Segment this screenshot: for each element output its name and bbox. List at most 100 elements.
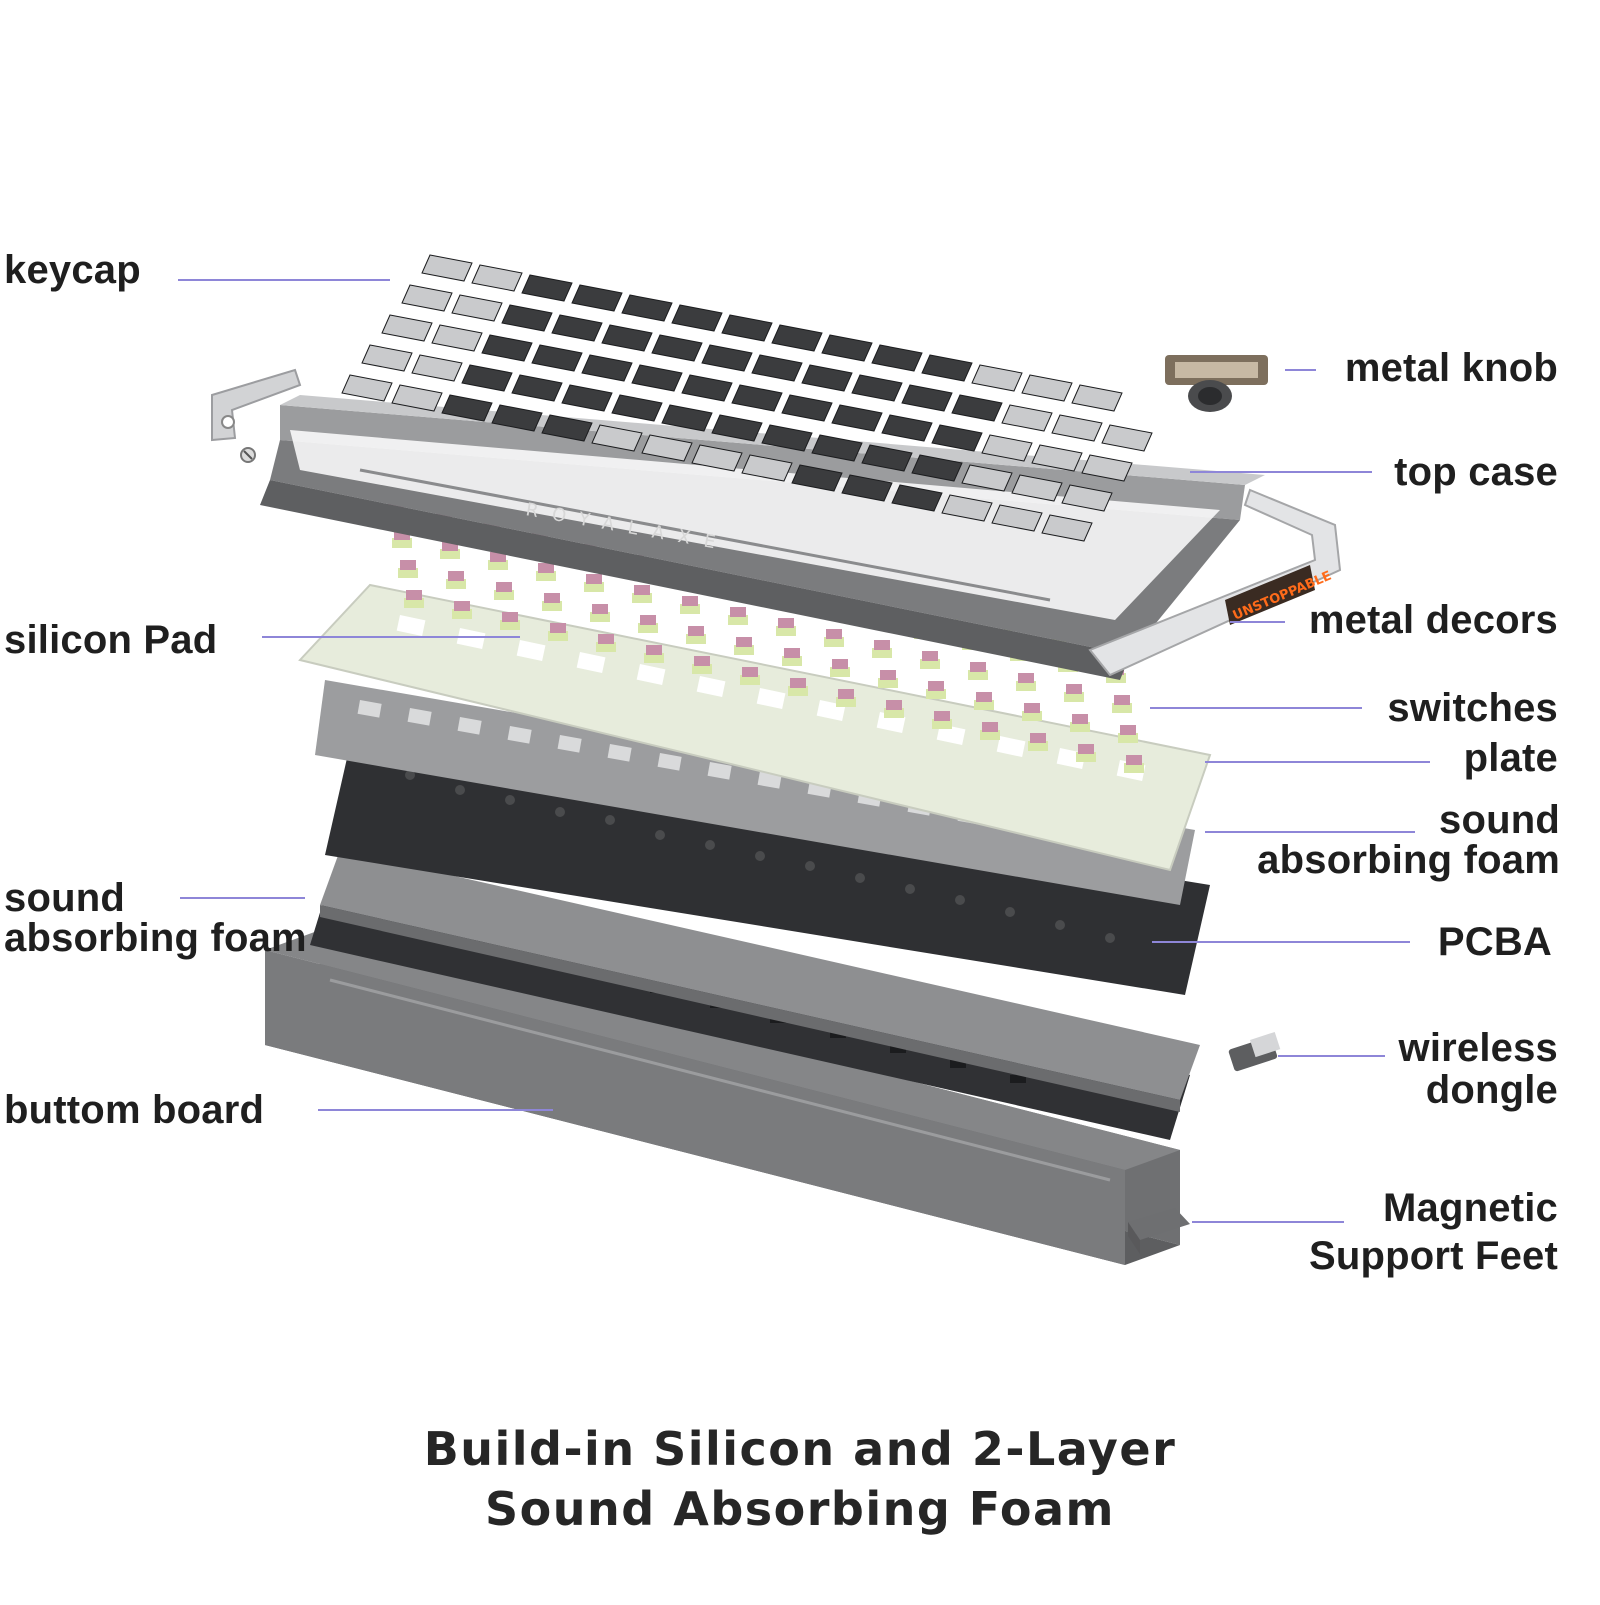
keycap <box>961 464 1013 492</box>
keycap <box>561 384 613 412</box>
switch <box>500 612 520 630</box>
keycap <box>451 294 503 322</box>
switch <box>1064 684 1084 702</box>
switch <box>638 615 658 633</box>
keycap <box>1081 454 1133 482</box>
keycap <box>751 354 803 382</box>
keycap <box>831 404 883 432</box>
keycap <box>541 414 593 442</box>
switch <box>968 662 988 680</box>
keycap <box>1071 384 1123 412</box>
keycap <box>1011 474 1063 502</box>
label-sound-foam-left-1: sound <box>4 876 125 920</box>
keycap <box>1051 414 1103 442</box>
keycap <box>1101 424 1153 452</box>
switch <box>782 648 802 666</box>
keycap <box>881 414 933 442</box>
keycap <box>521 274 573 302</box>
keycap <box>481 334 533 362</box>
keycap <box>401 284 453 312</box>
keycap <box>911 454 963 482</box>
switch <box>536 563 556 581</box>
switch <box>836 689 856 707</box>
switch <box>440 541 460 559</box>
keycap <box>741 454 793 482</box>
switch <box>392 530 412 548</box>
switch <box>644 645 664 663</box>
switch <box>1124 755 1144 773</box>
label-sound-foam-left-2: absorbing foam <box>4 916 307 960</box>
switch <box>596 634 616 652</box>
keycap <box>951 394 1003 422</box>
keycap <box>861 444 913 472</box>
switch <box>494 582 514 600</box>
label-switches: switches <box>1387 686 1558 730</box>
switch <box>542 593 562 611</box>
keycap <box>501 304 553 332</box>
keycap <box>581 354 633 382</box>
label-buttom-board: buttom board <box>4 1088 265 1132</box>
label-metal-decors: metal decors <box>1308 598 1558 642</box>
keycap <box>971 364 1023 392</box>
switch <box>398 560 418 578</box>
keycap <box>931 424 983 452</box>
switch <box>728 607 748 625</box>
bottom-board-part <box>265 930 1180 1265</box>
keycap <box>991 504 1043 532</box>
switch <box>1070 714 1090 732</box>
label-wireless-dongle-2: dongle <box>1425 1068 1558 1112</box>
switch <box>446 571 466 589</box>
keycap <box>821 334 873 362</box>
switch <box>932 711 952 729</box>
label-metal-knob: metal knob <box>1344 346 1558 390</box>
label-keycap: keycap <box>4 248 141 292</box>
label-sound-foam-right-1: sound <box>1439 798 1560 842</box>
switch <box>590 604 610 622</box>
label-wireless-dongle-1: wireless <box>1398 1026 1558 1070</box>
keycap <box>1061 484 1113 512</box>
keycap <box>571 284 623 312</box>
keycap <box>361 344 413 372</box>
keycap <box>851 374 903 402</box>
upper-foam-part <box>325 745 1210 995</box>
keycap <box>811 434 863 462</box>
keycap <box>891 484 943 512</box>
keycap <box>431 324 483 352</box>
keycap <box>551 314 603 342</box>
keycap <box>701 344 753 372</box>
switch <box>1112 695 1132 713</box>
keycaps-part <box>341 254 1153 542</box>
keycap <box>631 364 683 392</box>
switch <box>1076 744 1096 762</box>
keycap <box>441 394 493 422</box>
switch <box>1118 725 1138 743</box>
caption-line-2: Sound Absorbing Foam <box>485 1482 1115 1536</box>
label-pcba: PCBA <box>1437 920 1552 964</box>
keycap <box>611 394 663 422</box>
switch <box>884 700 904 718</box>
switch <box>920 651 940 669</box>
switch <box>452 601 472 619</box>
silicon-pad-part <box>298 583 1212 872</box>
keycap <box>731 384 783 412</box>
switch <box>878 670 898 688</box>
label-magnetic-feet-2: Support Feet <box>1308 1234 1558 1278</box>
switch <box>734 637 754 655</box>
keycap <box>661 404 713 432</box>
keycap <box>641 434 693 462</box>
keycap <box>801 364 853 392</box>
keycap <box>901 384 953 412</box>
switch <box>488 552 508 570</box>
keycap <box>651 334 703 362</box>
keycap <box>411 354 463 382</box>
label-magnetic-feet-1: Magnetic <box>1383 1186 1558 1230</box>
keycap <box>781 394 833 422</box>
switch <box>686 626 706 644</box>
keycap <box>381 314 433 342</box>
switch <box>548 623 568 641</box>
keycap <box>461 364 513 392</box>
switch <box>830 659 850 677</box>
keycap <box>1021 374 1073 402</box>
